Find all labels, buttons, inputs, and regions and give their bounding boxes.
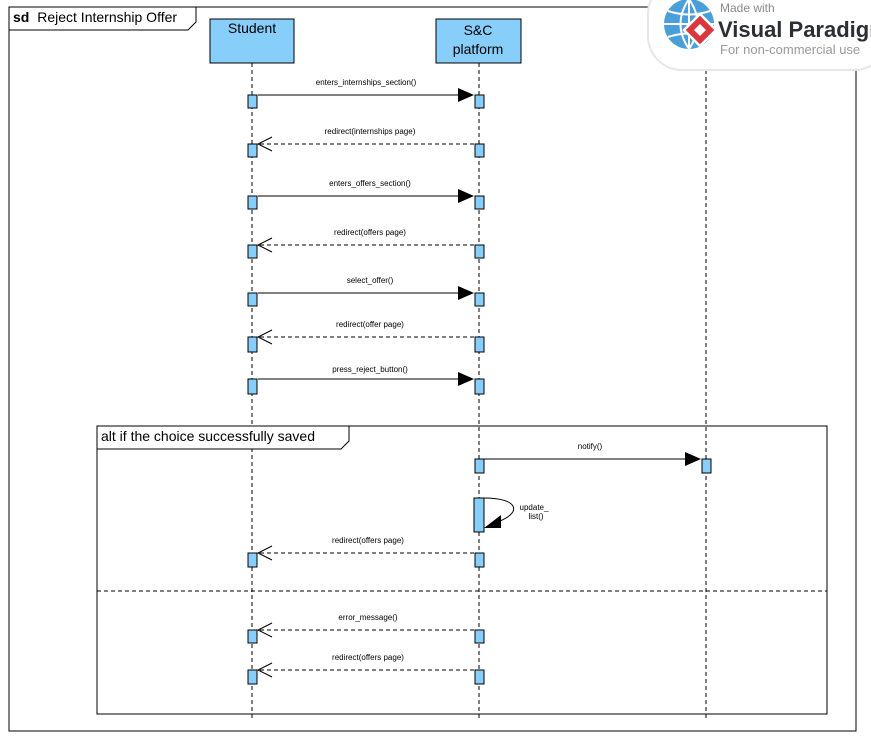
activation-bar[interactable] [474, 378, 485, 395]
message-label: press_reject_button() [332, 365, 408, 374]
message-label: list() [528, 512, 543, 521]
message-label: update_ [520, 503, 549, 512]
lifeline-label-student: Student [228, 20, 276, 36]
arrowhead-open [256, 545, 273, 561]
activation-bar[interactable] [247, 143, 258, 158]
frame-title-text: Reject Internship Offer [37, 9, 177, 25]
arrowhead-open [256, 662, 273, 678]
activation-bar[interactable] [474, 458, 485, 474]
message-label: redirect(offers page) [332, 536, 404, 545]
activation-bar[interactable] [473, 497, 485, 533]
visual-paradigm-badge: Made with Visual Paradigm For non-commer… [647, 0, 871, 71]
message-label: error_message() [338, 613, 397, 622]
visual-paradigm-logo-icon [664, 0, 718, 50]
message-label: redirect(offers page) [332, 653, 404, 662]
arrowhead-open [256, 329, 273, 345]
arrowhead-open [256, 136, 273, 152]
activation-bar[interactable] [247, 629, 258, 644]
activation-bar[interactable] [247, 244, 258, 259]
activation-bar[interactable] [247, 669, 258, 685]
frame-tab [8, 6, 197, 31]
activation-bar[interactable] [474, 94, 485, 109]
activation-bar[interactable] [247, 292, 258, 307]
watermark-line1: Made with [720, 1, 775, 15]
frame-keyword: sd [13, 9, 29, 25]
alt-fragment [96, 425, 828, 715]
message-label: redirect(offers page) [334, 228, 406, 237]
activation-bar[interactable] [474, 552, 485, 568]
message-label: enters_offers_section() [329, 179, 411, 188]
arrowhead-filled [458, 286, 474, 300]
message-label: select_offer() [347, 276, 394, 285]
message-label: redirect(offer page) [336, 320, 404, 329]
activation-bar[interactable] [474, 143, 485, 158]
arrowhead-open [256, 622, 273, 638]
lifeline-head-student[interactable] [209, 18, 295, 64]
diagram-frame [8, 6, 857, 732]
activation-bar[interactable] [247, 336, 258, 353]
arrowhead-filled [484, 515, 501, 528]
activation-bar[interactable] [247, 195, 258, 210]
arrowhead-filled [458, 88, 474, 102]
frame-title: sd Reject Internship Offer [13, 9, 177, 25]
alt-fragment-tab [96, 425, 350, 450]
watermark-line2: Visual Paradigm [718, 17, 871, 42]
arrowhead-filled [458, 372, 474, 386]
activation-bar[interactable] [474, 669, 485, 685]
activation-bar[interactable] [701, 458, 712, 474]
lifeline-label-platform-line2: platform [453, 41, 504, 57]
activation-bar[interactable] [474, 244, 485, 259]
activation-bar[interactable] [247, 378, 258, 395]
arrowhead-open [256, 237, 273, 253]
lifeline-label-platform-line1: S&C [464, 22, 493, 38]
arrowhead-filled [685, 452, 701, 466]
message-label: enters_internships_section() [316, 78, 417, 87]
message-label: notify() [578, 442, 603, 451]
activation-bar[interactable] [247, 94, 258, 109]
activation-bar[interactable] [474, 195, 485, 210]
arrowhead-filled [458, 189, 474, 203]
self-message-arrow [483, 497, 515, 522]
activation-bar[interactable] [247, 552, 258, 568]
message-label: redirect(internships page) [325, 127, 416, 136]
alt-fragment-label: alt if the choice successfully saved [101, 428, 315, 444]
activation-bar[interactable] [474, 292, 485, 307]
watermark-line3: For non-commercial use [720, 42, 860, 57]
activation-bar[interactable] [474, 336, 485, 353]
activation-bar[interactable] [474, 629, 485, 644]
